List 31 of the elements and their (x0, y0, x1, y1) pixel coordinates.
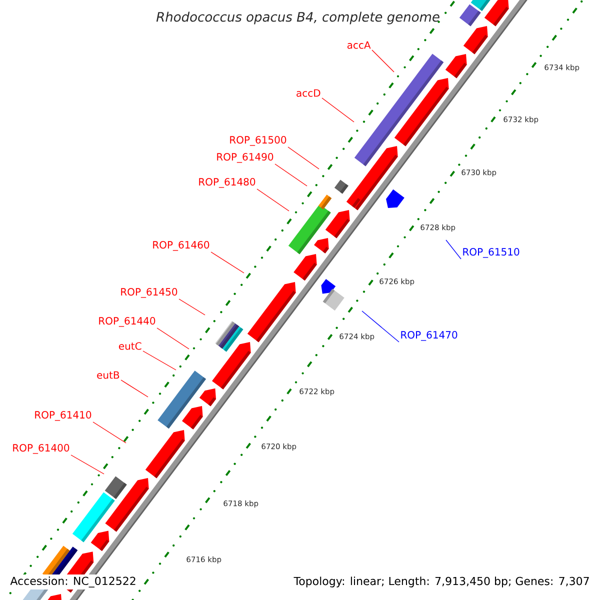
leader-line (288, 146, 320, 170)
leader-line (256, 188, 290, 212)
accession-text: Accession: NC_012522 (8, 574, 138, 590)
leader-line (156, 328, 190, 350)
leader-line (120, 380, 148, 398)
gene-label: ROP_61470 (401, 331, 458, 341)
leader-line (210, 252, 244, 274)
leader-line (274, 164, 308, 186)
gene-label: ROP_61490 (217, 153, 274, 163)
gene-label: ROP_61450 (121, 288, 178, 298)
leader-line (372, 50, 394, 72)
gene-label: ROP_61510 (463, 248, 520, 258)
leader-line (322, 98, 354, 122)
gene-label: ROP_61480 (199, 178, 256, 188)
gene-label: eutB (97, 371, 120, 379)
gene-label: ROP_61500 (230, 136, 286, 146)
summary-text: Topology: linear; Length: 7,913,450 bp; Genes: 7,307 (292, 574, 592, 590)
leader-line (446, 240, 462, 260)
gene-label: ROP_61460 (153, 241, 210, 251)
leader-line (70, 454, 104, 474)
gene-label: ROP_61440 (99, 317, 156, 327)
gene-label: accD (296, 89, 320, 97)
gene-label: ROP_61400 (13, 444, 70, 454)
leader-line (178, 298, 206, 316)
gene-label: accA (347, 41, 371, 49)
leader-line (142, 350, 176, 370)
leader-line (362, 310, 400, 342)
gene-label: eutC (118, 342, 142, 350)
leader-line (92, 422, 126, 444)
title: Rhodococcus opacus B4, complete genome (156, 12, 440, 24)
gene-label: ROP_61410 (35, 411, 92, 421)
